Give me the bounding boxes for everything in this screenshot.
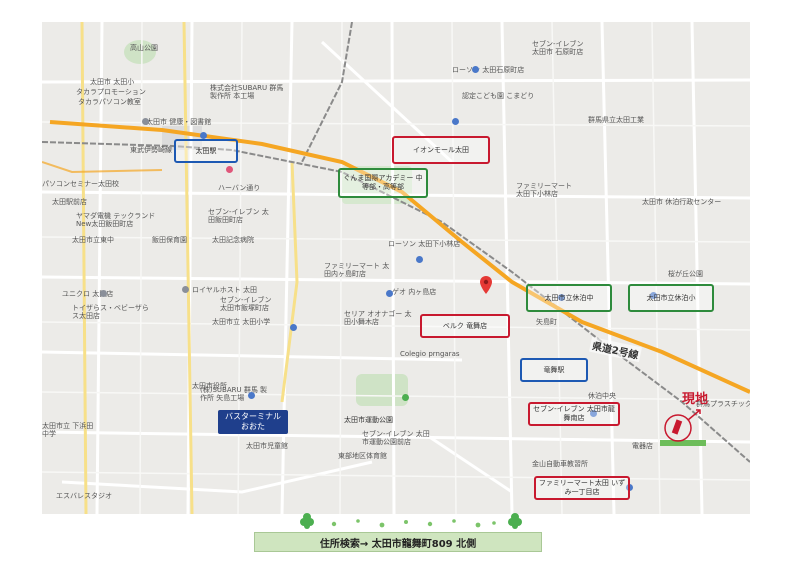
poi-seria[interactable]	[290, 324, 297, 331]
label-kyukatsu: 休泊中央	[588, 392, 616, 400]
box-beisia[interactable]: ベルク 竜舞店	[420, 314, 510, 338]
label-lawson-ishiwara: ローソン 太田石原町店	[452, 66, 525, 74]
poi-aeon[interactable]	[452, 118, 459, 125]
poi-lawson-top[interactable]	[472, 66, 479, 73]
poi-seven-ryumai[interactable]	[590, 410, 597, 417]
main-road	[49, 120, 750, 394]
label-hatada-hos: 太田記念病院	[212, 236, 254, 244]
label-pc-seminar: パソコンセミナー太田校	[42, 180, 119, 188]
label-kodomo: 認定こども園 こまどり	[462, 92, 535, 100]
ota-park-area	[356, 374, 408, 406]
poi-uniqlo[interactable]	[100, 290, 107, 297]
label-hapi: ハーバン通り	[218, 184, 261, 192]
label-seria: セリア オオナゴー 太田小舞木店	[344, 310, 412, 326]
label-ota-park: 太田市運動公園	[344, 416, 393, 424]
poi-hapi[interactable]	[226, 166, 233, 173]
label-shimohama: 太田市立 下浜田中学	[42, 422, 94, 438]
label-ota-ekimae-st: 太田駅前店	[52, 198, 87, 206]
bus-terminal-line1: バスターミナル	[225, 412, 281, 421]
poi-lawson[interactable]	[416, 256, 423, 263]
site-marker-icon[interactable]	[660, 406, 710, 442]
label-ota-station-north: 太田市 太田小	[90, 78, 135, 86]
label-keishin: 群馬県立太田工業	[588, 116, 644, 124]
label-famima-nishi: ファミリーマート 太田内ヶ島町店	[324, 262, 390, 278]
label-sakuragaoka: 桜が丘公園	[668, 270, 703, 278]
label-higashi-sea: 東武伊勢崎線	[130, 146, 172, 154]
label-geo: ゲオ 内ヶ島店	[392, 288, 437, 296]
label-ota-jidou: 太田市児童館	[246, 442, 288, 450]
label-ota-daigo: 太田市立 太田小学	[212, 318, 271, 326]
poi-ota-station[interactable]	[200, 132, 207, 139]
box-ota-station[interactable]: 太田駅	[174, 139, 238, 163]
poi-kyuhaku-sho[interactable]	[650, 292, 657, 299]
label-jikoka: エスバレスタジオ	[56, 492, 112, 500]
box-gunma-academy[interactable]: ぐんま国際アカデミー 中等部・高等部	[338, 168, 428, 198]
footer-text: 住所検索→ 太田市龍舞町809 北側	[319, 538, 477, 550]
label-colegio: Colegio prngaras	[400, 350, 460, 358]
label-higashi-high: 東部地区体育館	[338, 452, 387, 460]
bus-terminal-line2: おおた	[241, 422, 265, 431]
poi-royal-host[interactable]	[182, 286, 189, 293]
label-yazima: 矢島町	[536, 318, 557, 326]
bus-terminal-label[interactable]: バスターミナル おおた	[218, 410, 288, 434]
poi-geo[interactable]	[386, 290, 393, 297]
label-ota-gyousei: 太田市 休泊行政センター	[642, 198, 722, 206]
label-seven-top: セブン-イレブン 太田市 石原町店	[532, 40, 584, 56]
site-label: 現地	[682, 392, 709, 407]
label-seven-iidacho: セブン-イレブン 太田飯田町店	[208, 208, 269, 224]
label-uniqlo: ユニクロ 太田店	[62, 290, 114, 298]
poi-bus-terminal[interactable]	[248, 392, 255, 399]
label-famima-shimo: ファミリーマート 太田下小林店	[516, 182, 572, 198]
box-aeon-mall[interactable]: イオンモール太田	[392, 136, 490, 164]
label-toys: トイザらス・ベビーザらス太田店	[72, 304, 149, 320]
label-lawson-shimo: ローソン 太田下小林店	[388, 240, 461, 248]
location-pin-icon[interactable]	[480, 276, 492, 294]
label-ota-kenko: 太田市 健康・図書館	[146, 118, 212, 126]
box-famima-izumi[interactable]: ファミリーマート太田 いずみ一丁目店	[534, 476, 630, 500]
label-ota-city: 太田市役所	[192, 382, 227, 390]
label-ota-east-sho: 太田市立東中	[72, 236, 114, 244]
label-iida-hoiku: 飯田保育園	[152, 236, 187, 244]
label-takara-promo: タカラプロモーション	[76, 88, 146, 96]
box-ota-kyuhaku-chu[interactable]: 太田市立休泊中	[526, 284, 612, 312]
label-kanayama: 金山自動車教習所	[532, 460, 588, 468]
poi-ota-park[interactable]	[402, 394, 409, 401]
map[interactable]: 高山公園 太田市 太田小 タカラプロモーション タカラパソコン教室 株式会社SU…	[42, 22, 750, 514]
poi-ota-kenko[interactable]	[142, 118, 149, 125]
label-seven-park: セブン-イレブン 太田市運動公園前店	[362, 430, 430, 446]
label-royal-host: ロイヤルホスト 太田	[192, 286, 258, 294]
poi-kyuhaku-chu[interactable]	[558, 294, 565, 301]
map-base	[42, 22, 750, 514]
box-seven-ryumai[interactable]: セブン-イレブン 太田市龍舞南店	[528, 402, 620, 426]
box-ota-kyuhaku-sho[interactable]: 太田市立休泊小	[628, 284, 714, 312]
label-yamada: ヤマダ電機 テックランド New太田飯田町店	[76, 212, 156, 228]
label-subaru-ota: (株)SUBARU 群馬 製作所 矢島工場	[200, 386, 268, 402]
label-seven-ota: セブン-イレブン 太田市飯塚町店	[220, 296, 272, 312]
label-takayama-park: 高山公園	[130, 44, 158, 52]
label-gunma: 群馬プラスチック	[696, 400, 750, 408]
address-footer: 住所検索→ 太田市龍舞町809 北側	[254, 532, 542, 552]
label-subaru-main: 株式会社SUBARU 群馬製作所 本工場	[210, 84, 284, 100]
takayama-park-area	[124, 40, 156, 64]
label-denka: 電器店	[632, 442, 653, 450]
clover-decoration-icon	[300, 513, 522, 529]
box-ryumai-station[interactable]: 竜舞駅	[520, 358, 588, 382]
label-takara-pc: タカラパソコン教室	[78, 98, 141, 106]
